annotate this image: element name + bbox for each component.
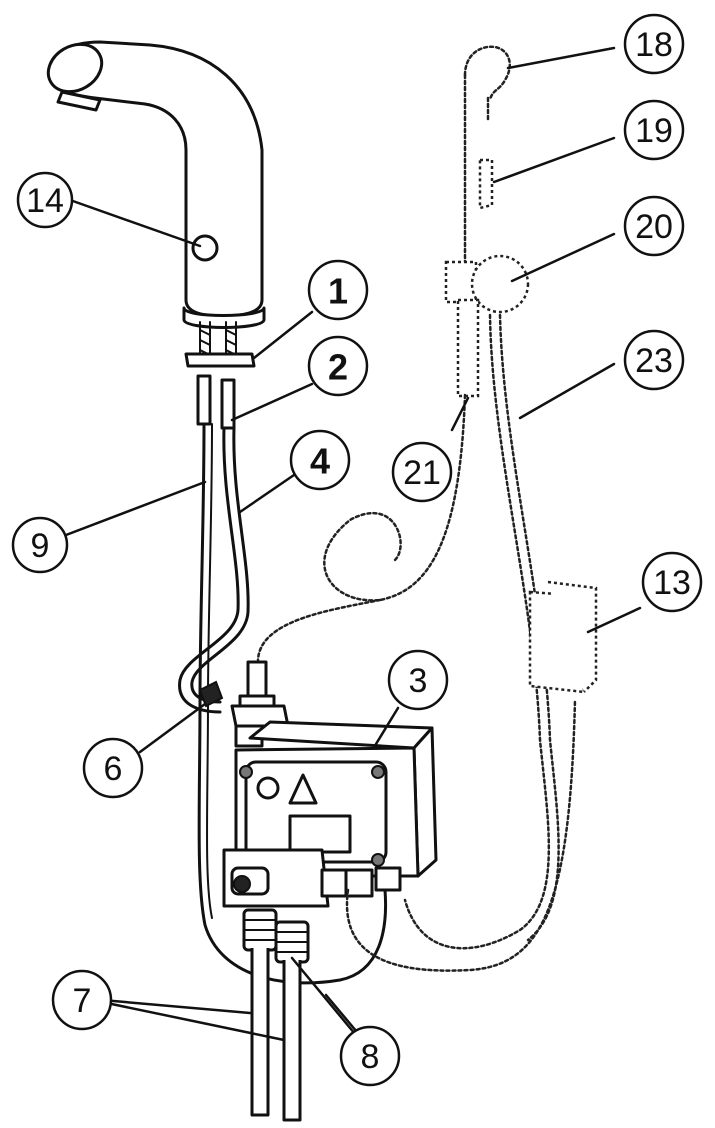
leader-lines: [64, 46, 642, 1042]
hose-connectors: [196, 374, 236, 430]
valve-block: [222, 848, 402, 908]
callout-8: 8: [339, 1025, 401, 1087]
sensor-window: [191, 234, 219, 262]
callout-19-label: 19: [635, 112, 673, 150]
callout-7: 7: [51, 969, 113, 1031]
callout-1-label: 1: [328, 271, 348, 312]
callout-2-label: 2: [328, 347, 348, 388]
callout-6: 6: [82, 737, 144, 799]
callout-23: 23: [623, 329, 685, 391]
callout-7-label: 7: [73, 982, 92, 1020]
callout-14-label: 14: [26, 182, 64, 220]
mounting-nut: [184, 352, 256, 368]
callout-20-label: 20: [635, 208, 673, 246]
callout-21-label: 21: [403, 454, 441, 492]
hygiene-shower-dashed: [256, 45, 598, 972]
supply-pipes: [250, 948, 302, 1122]
callout-19: 19: [623, 99, 685, 161]
callout-8-label: 8: [361, 1038, 380, 1076]
flexible-hoses: [178, 422, 388, 985]
hose-clip: [198, 680, 224, 708]
callout-9: 9: [11, 516, 69, 574]
inlet-fitting: [230, 660, 290, 748]
callout-1: 1: [307, 259, 369, 321]
callout-4: 4: [289, 429, 351, 491]
callout-6-label: 6: [104, 750, 123, 788]
callout-2: 2: [307, 335, 369, 397]
callout-13: 13: [641, 551, 703, 613]
callout-14: 14: [16, 171, 74, 229]
callout-3: 3: [387, 649, 449, 711]
callout-20: 20: [623, 195, 685, 257]
callout-23-label: 23: [635, 342, 673, 380]
callout-3-label: 3: [409, 662, 428, 700]
callout-18-label: 18: [635, 26, 673, 64]
callout-13-label: 13: [653, 564, 691, 602]
callout-18: 18: [623, 13, 685, 75]
callout-9-label: 9: [31, 527, 50, 565]
callout-21: 21: [391, 441, 453, 503]
control-box: [234, 720, 438, 878]
faucet-spout: [46, 40, 266, 329]
callout-4-label: 4: [310, 441, 330, 482]
